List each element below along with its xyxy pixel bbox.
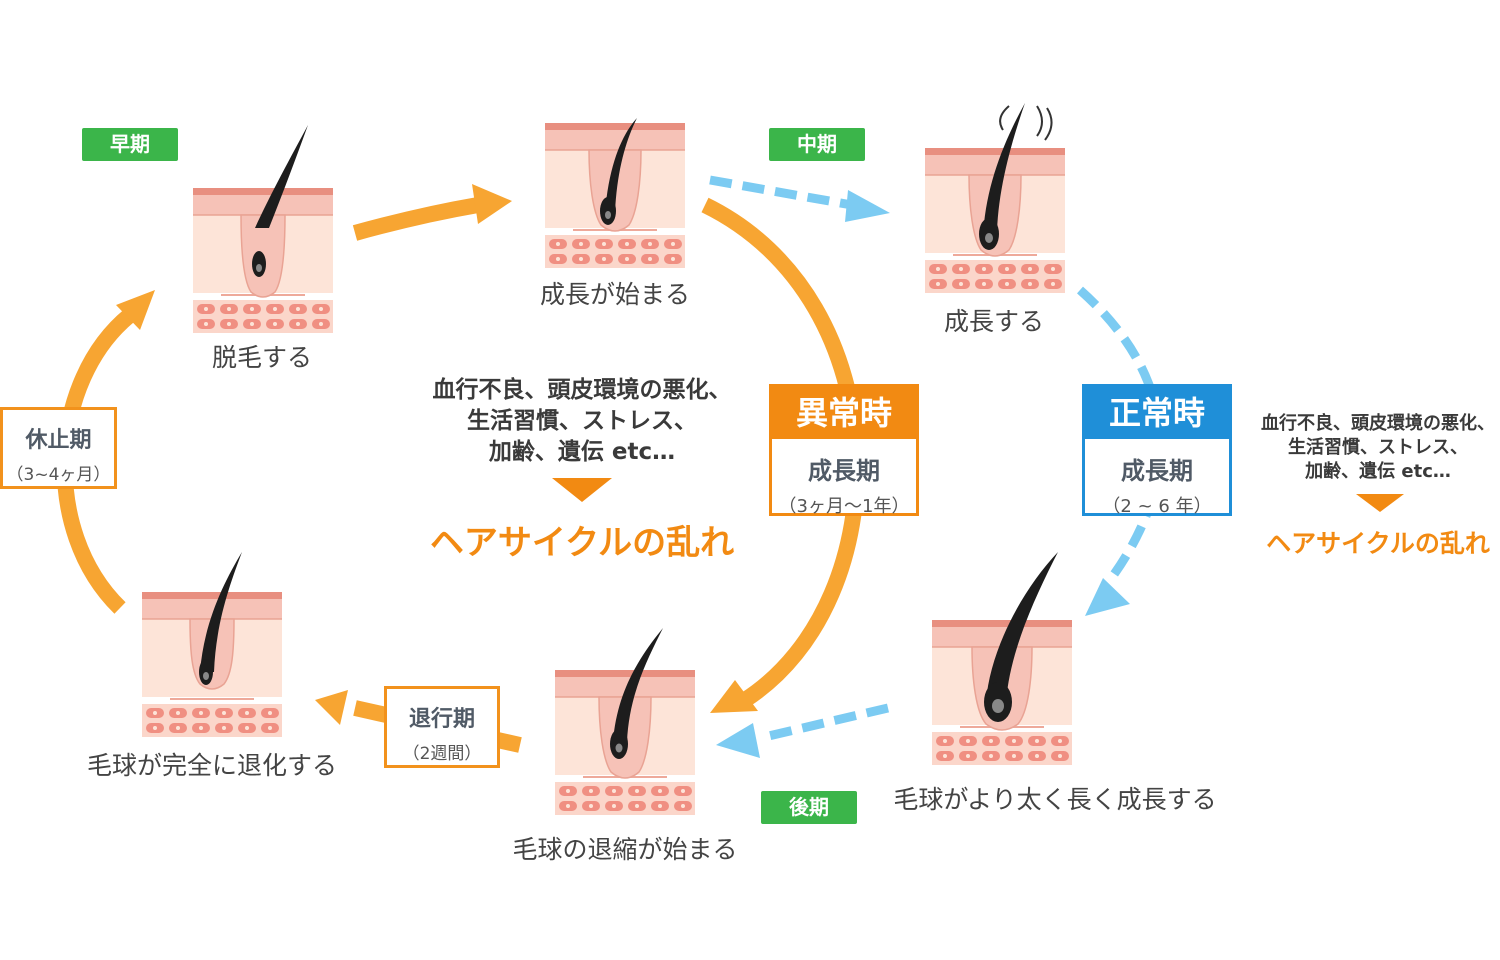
arrow-normal-to-shrink: [758, 703, 890, 743]
normal-label: 正常時: [1085, 387, 1229, 439]
arrow-shed-to-start: [352, 197, 480, 241]
abnormal-duration: （3ヶ月〜1年）: [778, 496, 910, 517]
arrow-head-abnormal: [710, 680, 758, 713]
cause-right: 血行不良、頭皮環境の悪化、 生活習慣、ストレス、 加齢、遺伝 etc…: [1261, 412, 1495, 484]
arrow-head-catagen: [315, 690, 348, 725]
follicle-shedding: [192, 125, 334, 334]
follicle-thicker: [931, 552, 1073, 766]
normal-duration: （2 ~ 6 年）: [1102, 496, 1212, 517]
telogen-name: 休止期: [25, 428, 92, 453]
arrow-head-normal-1: [845, 190, 890, 222]
down-triangle-center: [552, 478, 612, 502]
cause-center-line-2: 生活習慣、ストレス、: [467, 408, 697, 434]
telogen-box: 休止期 （3~4ヶ月）: [0, 407, 117, 489]
follicle-bulb-shrink: [554, 628, 696, 816]
follicle-growing: [924, 103, 1066, 294]
down-triangle-right: [1356, 494, 1404, 512]
abnormal-box: 異常時 成長期 （3ヶ月〜1年）: [769, 384, 919, 517]
catagen-name: 退行期: [408, 707, 475, 732]
stage-growing-caption: 成長する: [943, 307, 1045, 336]
cause-center: 血行不良、頭皮環境の悪化、 生活習慣、ストレス、 加齢、遺伝 etc…: [433, 375, 732, 468]
arrow-head-normal-3: [716, 723, 760, 758]
cause-right-line-2: 生活習慣、ストレス、: [1288, 437, 1468, 458]
normal-box: 正常時 成長期 （2 ~ 6 年）: [1082, 384, 1232, 517]
phase-tag-late: 後期: [761, 791, 857, 824]
cause-right-line-3: 加齢、遺伝 etc…: [1305, 461, 1451, 482]
arrow-head-normal-2: [1085, 578, 1130, 616]
follicle-growth-start: [544, 118, 686, 269]
phase-tag-middle: 中期: [769, 128, 865, 161]
stage-thicker-caption: 毛球がより太く長く成長する: [893, 785, 1217, 814]
catagen-box: 退行期 （2週間）: [384, 686, 500, 768]
follicle-bulb-regress: [141, 552, 283, 738]
phase-tag-early: 早期: [82, 128, 178, 161]
arrow-head-shed-to-start: [472, 184, 512, 224]
result-right: ヘアサイクルの乱れ: [1266, 529, 1490, 558]
catagen-duration: （2週間）: [402, 744, 482, 764]
result-center: ヘアサイクルの乱れ: [429, 523, 735, 563]
abnormal-period: 成長期: [808, 457, 880, 485]
arrow-normal-to-growing: [709, 175, 853, 210]
normal-period: 成長期: [1121, 457, 1193, 485]
cause-center-line-1: 血行不良、頭皮環境の悪化、: [432, 377, 732, 403]
telogen-duration: （3~4ヶ月）: [6, 465, 111, 485]
cause-center-line-3: 加齢、遺伝 etc…: [488, 439, 676, 465]
stage-growth-start-caption: 成長が始まる: [539, 280, 691, 309]
arrow-head-telogen: [116, 290, 155, 330]
abnormal-label: 異常時: [772, 387, 916, 439]
arrow-normal-growth: [1077, 286, 1165, 583]
stage-bulb-shrink-caption: 毛球の退縮が始まる: [512, 835, 738, 864]
stage-bulb-regress-caption: 毛球が完全に退化する: [86, 751, 338, 780]
stage-shedding-caption: 脱毛する: [211, 343, 313, 372]
cause-right-line-1: 血行不良、頭皮環境の悪化、: [1261, 413, 1495, 434]
